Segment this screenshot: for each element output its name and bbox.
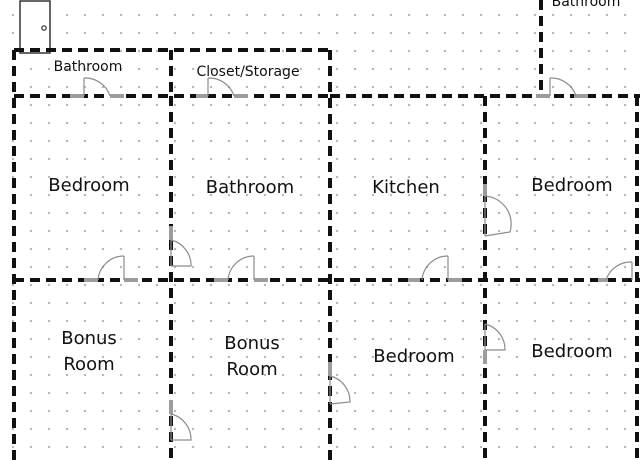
room-label-bonus-room-center-line-1: Bonus xyxy=(224,333,280,354)
room-label-bonus-room-center-line-2: Room xyxy=(226,359,278,380)
entrance-door-icon[interactable] xyxy=(19,0,51,54)
room-label-bedroom-upper-right: Bedroom xyxy=(531,175,613,196)
room-label-bedroom-upper-left: Bedroom xyxy=(48,175,130,196)
door-bonus-room-icon[interactable] xyxy=(169,400,192,441)
door-bathroom-center-icon[interactable] xyxy=(214,255,268,282)
room-label-bathroom-top-left: Bathroom xyxy=(53,59,123,75)
room-label-bathroom-center: Bathroom xyxy=(205,177,295,198)
room-label-closet-storage: Closet/Storage xyxy=(196,64,300,80)
room-label-bedroom-lower-center: Bedroom xyxy=(373,346,455,367)
door-bedroom-lower-right-icon[interactable] xyxy=(483,323,506,364)
door-bathroom-top-left-icon[interactable] xyxy=(70,77,124,98)
room-label-bathroom-top-right: Bathroom xyxy=(551,0,621,10)
room-label-kitchen: Kitchen xyxy=(372,177,440,198)
doors xyxy=(70,77,633,441)
door-bedroom-upper-right-icon[interactable] xyxy=(598,261,633,282)
room-label-bonus-room-left: Bonus Room xyxy=(61,326,117,378)
door-closet-icon[interactable] xyxy=(196,77,248,98)
door-top-right-bathroom-icon[interactable] xyxy=(536,77,588,98)
door-bathroom-center-side-icon[interactable] xyxy=(169,226,192,267)
door-bedroom-upper-left-icon[interactable] xyxy=(84,255,138,282)
door-bedroom-lower-center-icon[interactable] xyxy=(328,362,351,405)
room-label-bonus-room-left-line-1: Bonus xyxy=(61,328,117,349)
walls xyxy=(12,0,640,460)
room-label-bedroom-lower-right: Bedroom xyxy=(531,341,613,362)
door-kitchen-icon[interactable] xyxy=(408,255,462,282)
room-label-bonus-room-left-line-2: Room xyxy=(63,354,115,375)
room-label-bonus-room-center: Bonus Room xyxy=(224,331,280,383)
door-bedroom-upper-right-side-icon[interactable] xyxy=(483,184,512,237)
